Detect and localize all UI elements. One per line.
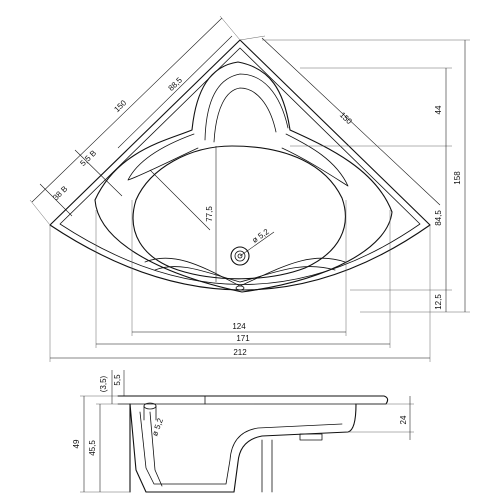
dim-text: 158 (453, 171, 462, 185)
armrest-right (281, 133, 349, 187)
section-drain-icon (143, 402, 157, 421)
dim-text: 49 (72, 439, 81, 448)
section-rim (117, 395, 389, 405)
dim-text: 12,5 (434, 294, 443, 310)
section-dim-left: 49 45,5 (3,5) 5,5 (72, 370, 130, 493)
dim-text: 24 (399, 415, 408, 424)
armrest-left (127, 133, 199, 181)
tub-outer-rim (49, 39, 431, 291)
dim-text: (3,5) (99, 375, 108, 392)
backrest-contour-inner (213, 87, 277, 143)
dim-text: 44 (434, 105, 443, 114)
section-dim-right: 24 (348, 396, 414, 440)
dim-right-group: 44 158 84,5 12,5 (262, 39, 470, 313)
dim-text: 124 (232, 322, 246, 331)
section-drain-label: ø 5,2 (150, 417, 165, 438)
dim-text: 38 B (51, 184, 69, 202)
dim-depth: 77,5 (205, 146, 217, 282)
dim-text: 5,5 B (78, 148, 98, 167)
overflow-outlet (235, 285, 245, 291)
section-body (129, 403, 357, 493)
dim-text: 88,5 (167, 75, 185, 93)
basin-outline (94, 61, 393, 293)
seat-curve-inner (154, 266, 336, 283)
dim-bottom-group: 124 171 212 (49, 200, 431, 362)
backrest-contour-outer (204, 73, 289, 141)
dim-side-right: 150 (239, 35, 441, 206)
section-view: ø 5,2 49 45,5 (3,5) 5,5 24 (72, 370, 414, 493)
dim-text: 5,5 (113, 374, 122, 386)
dim-text: 150 (112, 98, 128, 114)
tub-inner-rim (59, 47, 421, 285)
dim-text: 150 (338, 110, 354, 126)
dim-text: 77,5 (205, 206, 214, 222)
drain-label: ø 5,2 (251, 227, 272, 245)
drain-icon (230, 246, 250, 266)
dim-text: 212 (233, 348, 247, 357)
dim-text: 84,5 (434, 210, 443, 226)
dim-text: 45,5 (88, 440, 97, 456)
basin-bottom (132, 145, 346, 280)
plan-view: 150 88,5 150 5,5 B 38 B 77,5 ø 5,2 (29, 15, 470, 362)
dim-text: 171 (236, 334, 250, 343)
